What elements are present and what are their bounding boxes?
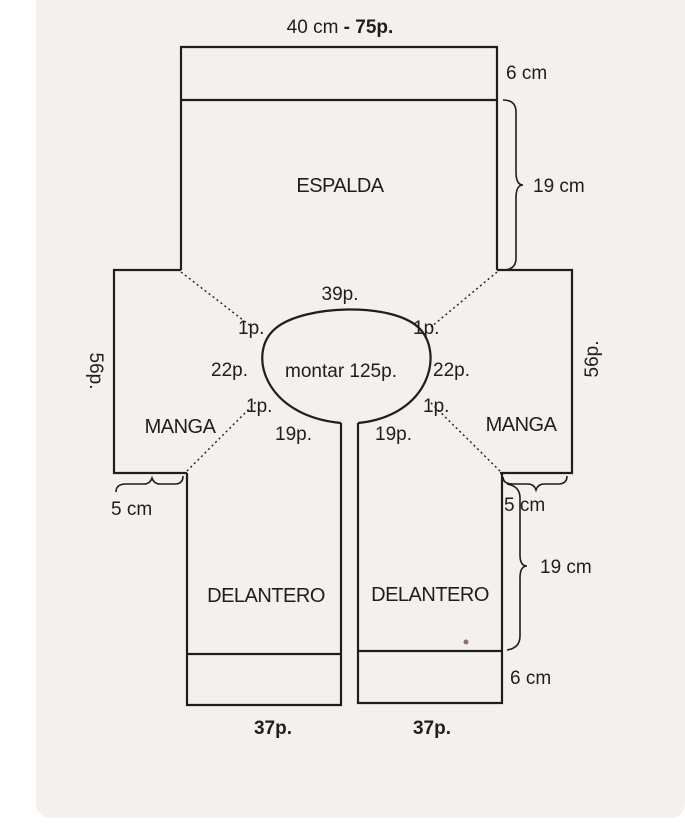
espalda-body-height: 19 cm <box>533 176 585 197</box>
ink-speck <box>463 639 469 645</box>
delantero-right-body-height: 19 cm <box>540 557 592 578</box>
espalda-rib-height: 6 cm <box>506 63 547 84</box>
manga-right-height: 56p. <box>582 341 603 378</box>
delantero-left-stitches: 37p. <box>254 718 292 739</box>
delantero-right-label: DELANTERO <box>371 584 489 606</box>
neck-left-stitches: 22p. <box>211 360 248 381</box>
raglan-bottom-right-stitches: 1p. <box>423 396 449 417</box>
cast-on-label: montar 125p. <box>285 361 397 382</box>
raglan-line-top-right <box>430 271 498 328</box>
bracket-delantero-height <box>506 483 528 651</box>
manga-left-label: MANGA <box>145 416 217 438</box>
front-left-stitches: 19p. <box>275 424 312 445</box>
neck-opening <box>261 308 432 425</box>
manga-right-label: MANGA <box>486 414 558 436</box>
bracket-cuff-right <box>502 475 568 493</box>
delantero-right-stitches: 37p. <box>413 718 451 739</box>
neck-right-stitches: 22p. <box>433 360 470 381</box>
manga-right-outline <box>497 268 574 475</box>
top-width-label: 40 cm - 75p. <box>287 17 394 38</box>
raglan-bottom-left-stitches: 1p. <box>246 396 272 417</box>
manga-right-cuff: 5 cm <box>504 495 545 516</box>
bracket-cuff-left <box>115 475 184 493</box>
delantero-left-label: DELANTERO <box>207 585 325 607</box>
manga-left-height: 56p. <box>85 353 106 390</box>
raglan-top-left-stitches: 1p. <box>238 318 264 339</box>
raglan-line-bottom-left <box>186 401 257 472</box>
raglan-top-right-stitches: 1p. <box>413 318 439 339</box>
delantero-right-outline <box>356 423 504 705</box>
raglan-line-bottom-right <box>429 401 501 472</box>
espalda-label: ESPALDA <box>296 175 384 197</box>
bracket-espalda-height <box>502 99 524 271</box>
delantero-left-outline <box>185 423 343 707</box>
front-right-stitches: 19p. <box>375 424 412 445</box>
neck-top-stitches: 39p. <box>322 284 359 305</box>
delantero-right-rib-height: 6 cm <box>510 668 551 689</box>
espalda-outline <box>179 45 499 270</box>
paper-background <box>36 0 685 818</box>
manga-left-cuff: 5 cm <box>111 499 152 520</box>
manga-left-outline <box>112 268 187 475</box>
